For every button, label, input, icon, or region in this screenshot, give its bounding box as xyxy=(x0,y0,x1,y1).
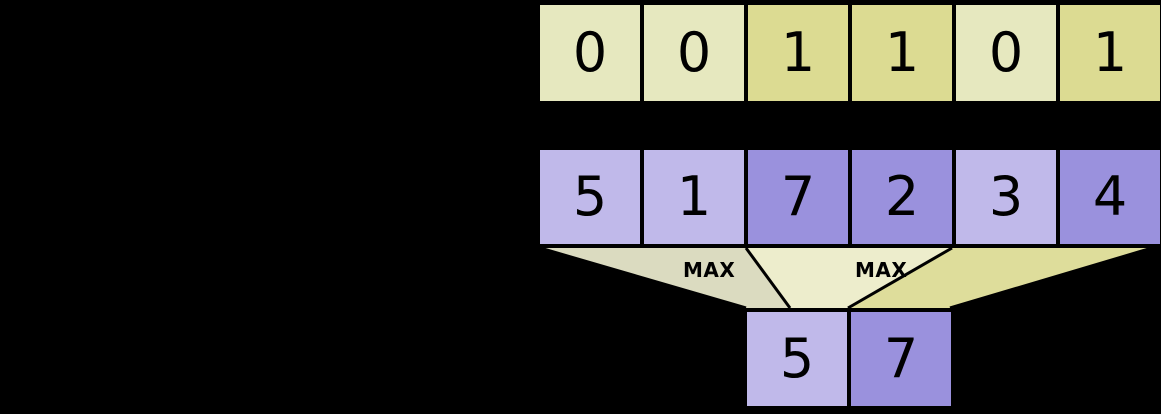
mask-cell-1[interactable]: 0 xyxy=(642,3,746,103)
mask-cell-2[interactable]: 1 xyxy=(746,3,850,103)
value-cell-3[interactable]: 2 xyxy=(850,148,954,246)
max-funnel-right-outline xyxy=(949,246,1153,310)
max-operation-right-label: MAX xyxy=(855,258,908,282)
max-funnel-right-outline-left xyxy=(744,247,792,309)
pooled-cell-0[interactable]: 5 xyxy=(745,310,849,408)
mask-cell-0[interactable]: 0 xyxy=(538,3,642,103)
value-cell-4[interactable]: 3 xyxy=(954,148,1058,246)
value-cell-5[interactable]: 4 xyxy=(1058,148,1161,246)
mask-cell-4[interactable]: 0 xyxy=(954,3,1058,103)
value-cell-2[interactable]: 7 xyxy=(746,148,850,246)
mask-cell-3[interactable]: 1 xyxy=(850,3,954,103)
max-operation-left-label: MAX xyxy=(683,258,736,282)
mask-cell-5[interactable]: 1 xyxy=(1058,3,1161,103)
pooled-cell-1[interactable]: 7 xyxy=(849,310,953,408)
max-funnel-right xyxy=(746,248,1152,308)
value-cell-0[interactable]: 5 xyxy=(538,148,642,246)
value-cell-1[interactable]: 1 xyxy=(642,148,746,246)
